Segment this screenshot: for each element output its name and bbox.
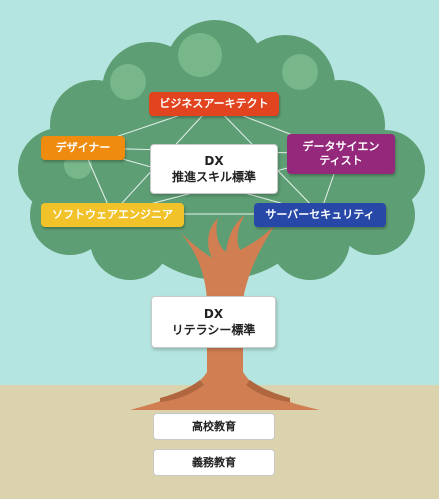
designer-box: デザイナー (41, 136, 125, 160)
high-school-education-label: 高校教育 (192, 419, 236, 433)
server-security-label: サーバーセキュリティ (265, 208, 375, 221)
designer-label: デザイナー (55, 141, 111, 154)
data-scientist-box: データサイエン ティスト (287, 134, 395, 174)
dx-promotion-subtitle: 推進スキル標準 (171, 170, 256, 184)
dx-promotion-skill-standard-box: DX 推進スキル標準 (150, 144, 278, 194)
compulsory-education-box: 義務教育 (153, 449, 275, 476)
dx-literacy-standard-box: DX リテラシー標準 (151, 296, 276, 348)
server-security-box: サーバーセキュリティ (254, 203, 386, 227)
business-architect-box: ビジネスアーキテクト (149, 92, 279, 116)
data-scientist-label-line2: ティスト (319, 154, 363, 167)
software-engineer-box: ソフトウェアエンジニア (41, 203, 184, 227)
compulsory-education-label: 義務教育 (192, 455, 236, 469)
dx-promotion-title: DX (204, 154, 224, 168)
data-scientist-label-line1: データサイエン (302, 140, 380, 153)
high-school-education-box: 高校教育 (153, 413, 275, 440)
dx-literacy-subtitle: リテラシー標準 (171, 323, 256, 337)
software-engineer-label: ソフトウェアエンジニア (52, 208, 173, 221)
dx-literacy-title: DX (203, 307, 224, 321)
business-architect-label: ビジネスアーキテクト (159, 97, 269, 110)
